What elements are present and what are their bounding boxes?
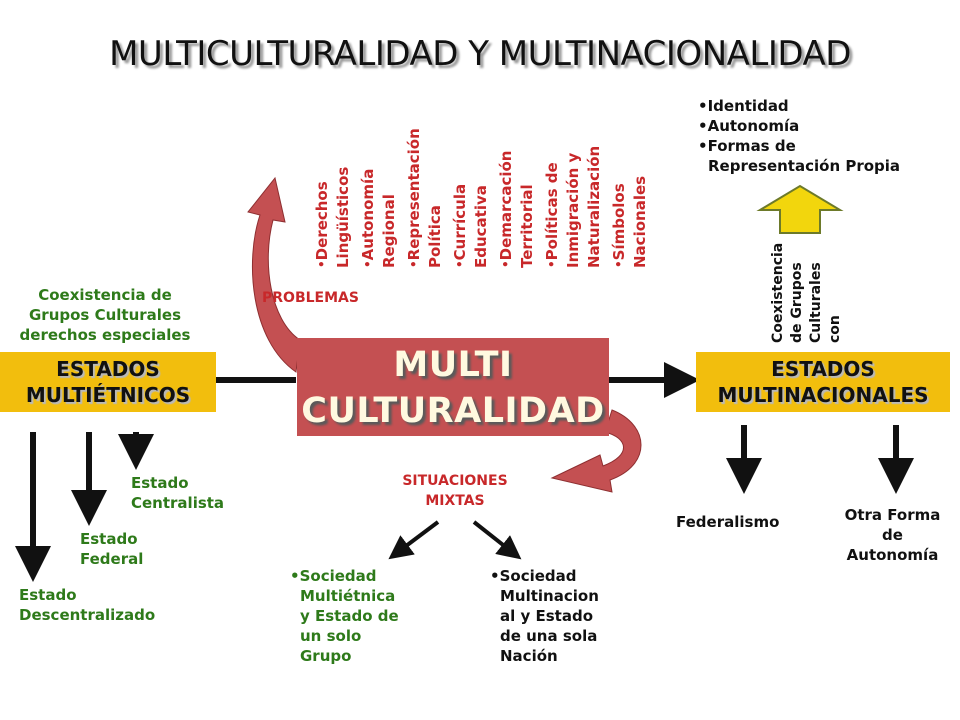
arrow-mixta-right	[472, 520, 522, 560]
mixta-right-item: •Sociedad Multinacion al y Estado de una…	[490, 567, 599, 665]
yellow-up-arrow	[756, 184, 844, 234]
multiculturalidad-box: MULTI CULTURALIDAD	[297, 338, 609, 436]
estado-centralista: Estado Centralista	[131, 473, 224, 513]
feature-item: •Formas de	[698, 137, 796, 155]
feature-item: •Autonomía	[698, 117, 800, 135]
problema-item: •Autonomía Regional	[359, 168, 398, 268]
center-line-2: CULTURALIDAD	[301, 391, 605, 431]
right-box-line: MULTINACIONALES	[717, 383, 929, 407]
situaciones-mixtas-label: SITUACIONES MIXTAS	[380, 471, 530, 511]
page-title: MULTICULTURALIDAD Y MULTINACIONALIDAD	[109, 34, 851, 74]
right-caption-line: con	[827, 315, 843, 343]
descentralizado-line: Descentralizado	[19, 606, 156, 624]
center-line-1: MULTI	[393, 345, 513, 385]
right-features-list: •Identidad •Autonomía •Formas de Represe…	[698, 96, 900, 176]
federal-line: Federal	[80, 550, 144, 568]
right-box-line: ESTADOS	[771, 357, 875, 381]
centralista-line: Estado	[131, 474, 189, 492]
problema-item: •Currícula Educativa	[451, 183, 490, 268]
feature-item: •Identidad	[698, 97, 789, 115]
right-caption-line: Culturales	[808, 262, 824, 343]
problemas-list: •Derechos Lingüísticos •Autonomía Region…	[312, 118, 651, 268]
estado-federal: Estado Federal	[80, 529, 143, 569]
left-box-line: MULTIÉTNICOS	[25, 383, 191, 407]
problema-item: •Representación Política	[405, 128, 444, 268]
left-caption: Coexistencia de Grupos Culturales derech…	[0, 285, 210, 345]
otra-line: de	[882, 526, 903, 544]
otra-line: Autonomía	[846, 546, 939, 564]
problema-item: •Demarcación Territorial	[497, 150, 536, 268]
right-caption: Coexistencia de Grupos Culturales con	[769, 225, 845, 343]
left-caption-line: Grupos Culturales	[28, 306, 182, 324]
mixtas-line: MIXTAS	[425, 493, 485, 509]
estados-multinacionales-box: ESTADOS MULTINACIONALES	[696, 352, 950, 412]
mixtas-line: SITUACIONES	[402, 473, 508, 489]
descentralizado-line: Estado	[19, 586, 77, 604]
feature-item: Representación Propia	[708, 157, 901, 175]
otra-line: Otra Forma	[844, 506, 941, 524]
centralista-line: Centralista	[131, 494, 225, 512]
right-caption-line: Coexistencia	[770, 242, 786, 343]
mixta-left-item: •Sociedad Multiétnica y Estado de un sol…	[290, 567, 399, 665]
federal-line: Estado	[80, 530, 138, 548]
estados-multietnicos-box: ESTADOS MULTIÉTNICOS	[0, 352, 216, 412]
problema-item: •Políticas de Inmigración y Naturalizaci…	[543, 145, 603, 268]
problema-item: •Símbolos Nacionales	[610, 175, 649, 268]
problema-item: •Derechos Lingüísticos	[313, 166, 352, 268]
mixtas-curved-arrow	[550, 409, 642, 493]
left-box-line: ESTADOS	[56, 357, 160, 381]
right-caption-line: de Grupos	[789, 262, 805, 343]
problemas-label: PROBLEMAS	[262, 290, 359, 306]
left-caption-line: derechos especiales	[19, 326, 191, 344]
problemas-curved-arrow	[247, 176, 301, 373]
left-caption-line: Coexistencia de	[38, 286, 172, 304]
arrow-mixta-left	[388, 520, 440, 560]
otra-forma-label: Otra Forma de Autonomía	[825, 505, 960, 565]
estado-descentralizado: Estado Descentralizado	[19, 585, 155, 625]
federalismo-label: Federalismo	[676, 513, 780, 531]
